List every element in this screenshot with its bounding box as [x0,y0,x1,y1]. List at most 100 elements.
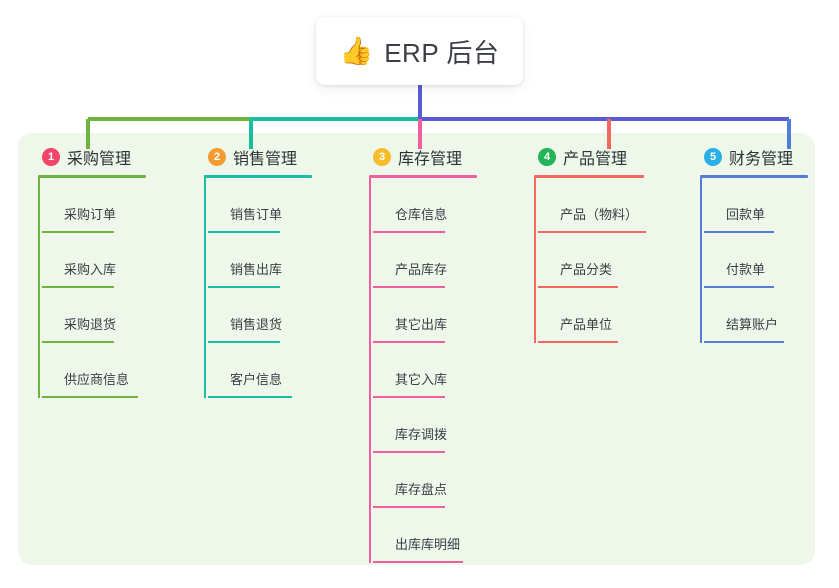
leaf-item-label: 仓库信息 [395,207,448,222]
leaf-item[interactable]: 客户信息 [208,343,312,398]
column-header-rule [369,175,477,178]
leaf-item-label: 采购订单 [64,207,117,222]
column-header-2[interactable]: 2 销售管理 [204,145,312,169]
column-leaf-list: 回款单付款单结算账户 [700,178,808,343]
leaf-item[interactable]: 产品库存 [373,233,477,288]
leaf-item[interactable]: 库存调拨 [373,398,477,453]
column-4: 4 产品管理产品（物料） 产品分类产品单位 [534,145,646,343]
leaf-item-label: 其它出库 [395,317,448,332]
column-title: 库存管理 [398,151,463,168]
leaf-item-rule [373,231,445,233]
column-badge-icon: 3 [373,148,391,166]
leaf-item[interactable]: 付款单 [704,233,808,288]
leaf-item-rule [704,341,784,343]
leaf-item[interactable]: 产品单位 [538,288,644,343]
root-node[interactable]: 👍 ERP 后台 [316,17,523,85]
leaf-item-rule [373,396,445,398]
leaf-item[interactable]: 采购入库 [42,233,146,288]
leaf-item[interactable]: 销售订单 [208,178,312,233]
leaf-item-rule [208,341,280,343]
leaf-item-label: 销售订单 [230,207,283,222]
column-vertical-stem [204,178,206,398]
leaf-item-rule [373,561,463,563]
leaf-item-rule [373,506,445,508]
leaf-item-rule [373,451,445,453]
column-badge-icon: 5 [704,148,722,166]
leaf-item-label: 产品库存 [395,262,448,277]
leaf-item-rule [538,231,646,233]
column-2: 2 销售管理销售订单销售出库销售退货客户信息 [204,145,312,398]
leaf-item-rule [42,231,114,233]
column-1: 1 采购管理采购订单采购入库采购退货供应商信息 [38,145,146,398]
column-badge-icon: 2 [208,148,226,166]
leaf-item-rule [42,396,138,398]
leaf-item-label: 其它入库 [395,372,448,387]
leaf-item-rule [208,286,280,288]
column-header-3[interactable]: 3 库存管理 [369,145,477,169]
column-title: 财务管理 [729,151,794,168]
leaf-item[interactable]: 产品分类 [538,233,644,288]
column-3: 3 库存管理仓库信息产品库存其它出库其它入库库存调拨库存盘点出库库明细 [369,145,477,563]
leaf-item[interactable]: 其它入库 [373,343,477,398]
column-leaf-list: 仓库信息产品库存其它出库其它入库库存调拨库存盘点出库库明细 [369,178,477,563]
leaf-item[interactable]: 销售出库 [208,233,312,288]
leaf-item-label: 库存盘点 [395,482,448,497]
column-leaf-list: 销售订单销售出库销售退货客户信息 [204,178,312,398]
column-5: 5 财务管理回款单付款单结算账户 [700,145,808,343]
column-badge-icon: 1 [42,148,60,166]
column-leaf-list: 产品（物料） 产品分类产品单位 [534,178,646,343]
column-vertical-stem [534,178,536,343]
leaf-item-rule [208,396,292,398]
leaf-item-label: 出库库明细 [395,537,461,552]
leaf-item[interactable]: 结算账户 [704,288,808,343]
leaf-item-label: 供应商信息 [64,372,130,387]
column-header-rule [38,175,146,178]
leaf-item-label: 客户信息 [230,372,283,387]
leaf-item-label: 采购入库 [64,262,117,277]
root-node-title: ERP 后台 [384,37,500,68]
leaf-item-rule [704,286,774,288]
column-header-rule [534,175,644,178]
leaf-item-rule [373,341,445,343]
leaf-item-label: 库存调拨 [395,427,448,442]
leaf-item-label: 付款单 [726,262,766,277]
column-vertical-stem [700,178,702,343]
column-leaf-list: 采购订单采购入库采购退货供应商信息 [38,178,146,398]
column-title: 产品管理 [563,151,628,168]
leaf-item-label: 产品分类 [560,262,613,277]
diagram-background-panel [18,133,815,565]
column-header-1[interactable]: 1 采购管理 [38,145,146,169]
leaf-item-label: 销售出库 [230,262,283,277]
thumbs-up-icon: 👍 [339,35,374,66]
leaf-item-label: 回款单 [726,207,766,222]
leaf-item[interactable]: 回款单 [704,178,808,233]
leaf-item[interactable]: 库存盘点 [373,453,477,508]
column-title: 采购管理 [67,151,132,168]
leaf-item-rule [208,231,280,233]
leaf-item[interactable]: 供应商信息 [42,343,146,398]
leaf-item-rule [42,341,114,343]
column-header-rule [700,175,808,178]
leaf-item[interactable]: 采购订单 [42,178,146,233]
leaf-item[interactable]: 仓库信息 [373,178,477,233]
leaf-item[interactable]: 出库库明细 [373,508,477,563]
leaf-item-label: 采购退货 [64,317,117,332]
leaf-item[interactable]: 销售退货 [208,288,312,343]
leaf-item-rule [373,286,445,288]
leaf-item-rule [538,341,618,343]
leaf-item-rule [42,286,114,288]
column-badge-icon: 4 [538,148,556,166]
leaf-item-rule [704,231,774,233]
column-title: 销售管理 [233,151,298,168]
leaf-item[interactable]: 采购退货 [42,288,146,343]
leaf-item[interactable]: 产品（物料） [538,178,646,233]
column-header-4[interactable]: 4 产品管理 [534,145,644,169]
leaf-item-label: 销售退货 [230,317,283,332]
column-header-rule [204,175,312,178]
leaf-item-label: 结算账户 [726,317,779,332]
column-vertical-stem [369,178,371,563]
leaf-item[interactable]: 其它出库 [373,288,477,343]
column-header-5[interactable]: 5 财务管理 [700,145,808,169]
leaf-item-rule [538,286,618,288]
